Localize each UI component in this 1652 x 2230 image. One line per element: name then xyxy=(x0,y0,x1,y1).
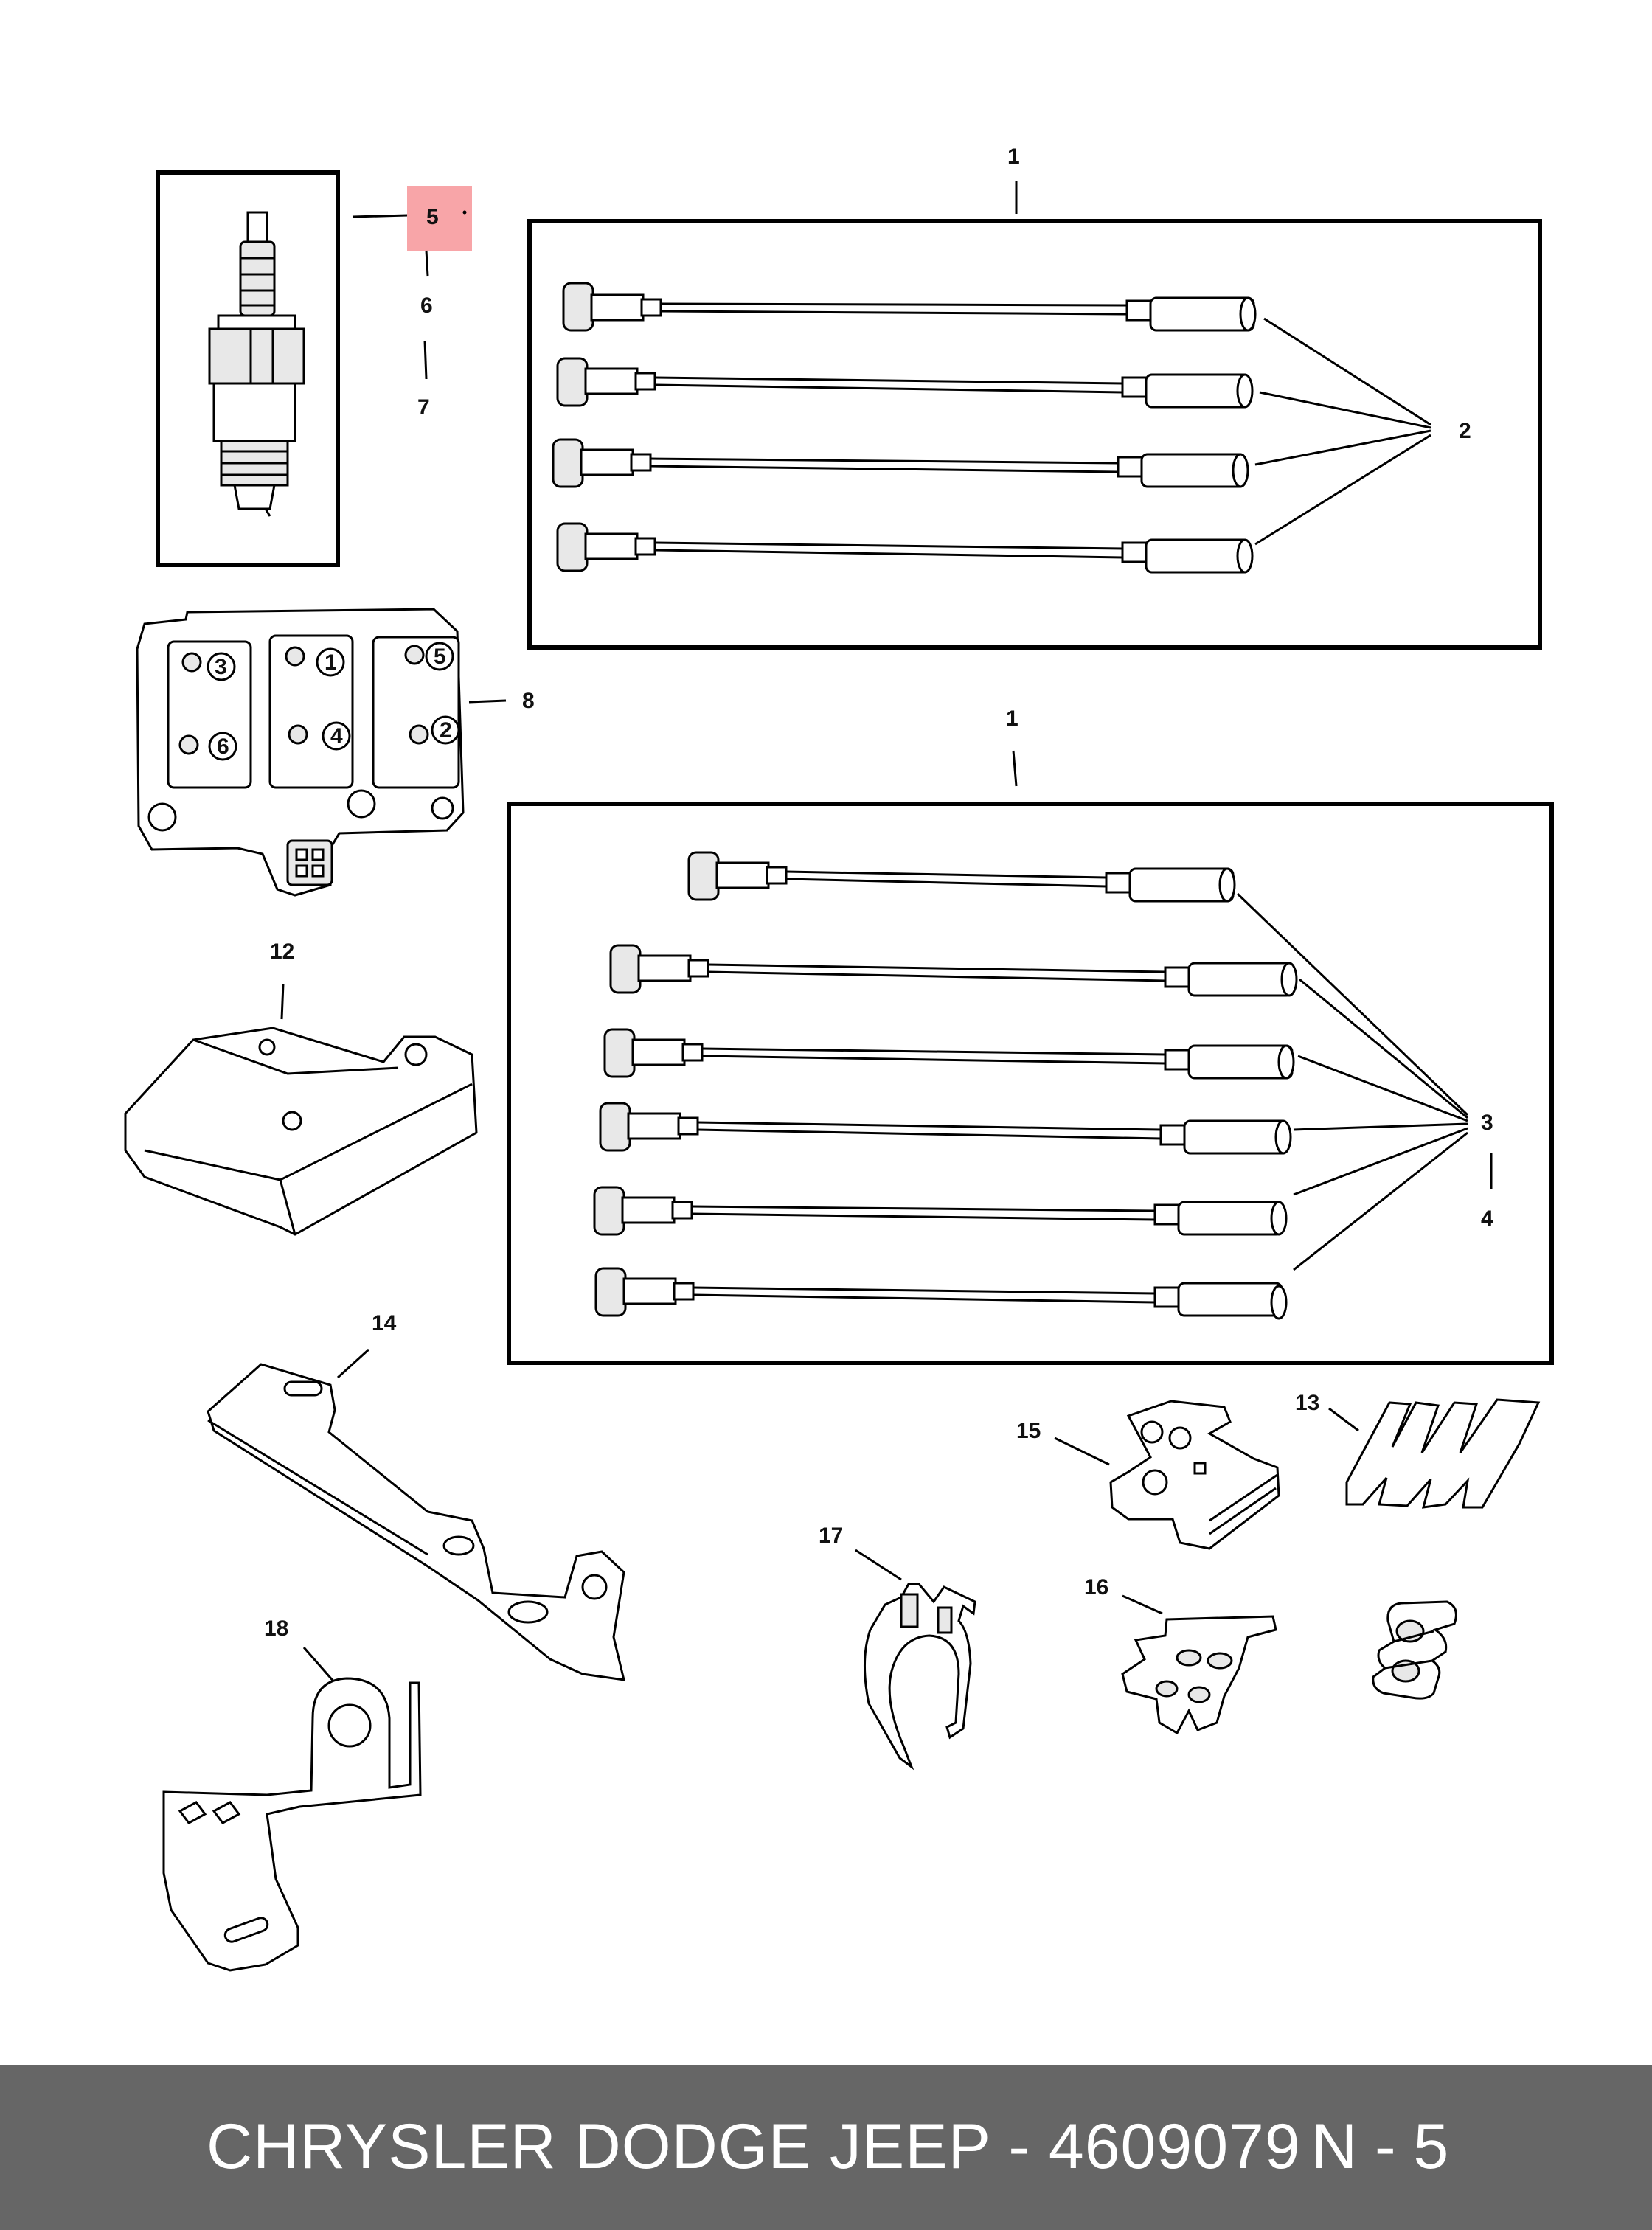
coil-terminal-5: 5 xyxy=(434,645,446,669)
support-bracket-group: 14 xyxy=(206,1311,625,1681)
mount-bracket-group: 18 xyxy=(162,1616,422,1972)
wire-separator-15-icon xyxy=(1109,1400,1280,1550)
wire-set-6-group: 1 xyxy=(507,706,1554,1365)
coil-terminal-4: 4 xyxy=(330,724,343,748)
callout-18: 18 xyxy=(264,1616,288,1641)
wire-set-4-group: 1 xyxy=(527,145,1542,650)
callout-1-bottom: 1 xyxy=(1006,706,1018,731)
footer-title: CHRYSLER DODGE JEEP - 4609079 xyxy=(206,2111,1301,2182)
callout-3: 3 xyxy=(1481,1111,1493,1135)
wire-clip-group xyxy=(1372,1600,1457,1700)
callout-14: 14 xyxy=(372,1311,397,1335)
ignition-wire xyxy=(687,851,1236,903)
wire-holder-17-icon xyxy=(863,1583,976,1771)
callout-2: 2 xyxy=(1459,419,1471,443)
wire-separator-13-icon xyxy=(1345,1398,1541,1509)
footer-bar: CHRYSLER DODGE JEEP - 4609079 N - 5 xyxy=(0,2065,1652,2230)
parts-diagram: 5 6 7 1 xyxy=(124,145,1554,1972)
spark-plug-group xyxy=(156,170,340,567)
wire-separator-13-group: 13 xyxy=(1295,1391,1541,1509)
ignition-wire xyxy=(556,522,1254,574)
callout-4: 4 xyxy=(1481,1206,1493,1231)
ignition-wire xyxy=(593,1186,1288,1236)
spark-plug-icon xyxy=(208,211,305,517)
support-bracket-icon xyxy=(206,1363,625,1681)
wire-clip-icon xyxy=(1372,1600,1457,1700)
wire-separator-15-group: 15 xyxy=(1016,1400,1280,1550)
coil-bracket-icon xyxy=(124,1027,478,1236)
spark-plug-frame xyxy=(156,170,340,567)
callout-12: 12 xyxy=(270,939,294,964)
callout-7: 7 xyxy=(417,395,430,420)
callout-8: 8 xyxy=(522,689,535,713)
wire-set-4-frame xyxy=(527,219,1542,650)
footer-page-ref: N - 5 xyxy=(1311,2111,1449,2182)
ignition-coil-group: 3 1 5 6 4 2 8 xyxy=(136,608,535,897)
callout-17: 17 xyxy=(819,1524,843,1548)
mount-bracket-icon xyxy=(162,1677,422,1972)
callout-5-group: 5 6 7 xyxy=(352,186,472,420)
callout-6: 6 xyxy=(420,293,433,318)
coil-terminal-6: 6 xyxy=(217,734,229,759)
callout-16: 16 xyxy=(1084,1575,1108,1599)
callout-13: 13 xyxy=(1295,1391,1319,1415)
callout-15: 15 xyxy=(1016,1419,1041,1443)
ignition-wire xyxy=(603,1028,1295,1080)
callout-5: 5 xyxy=(426,205,439,229)
ignition-wire xyxy=(562,282,1257,332)
highlight-box xyxy=(407,186,472,251)
ignition-wire xyxy=(552,438,1249,488)
coil-terminal-3: 3 xyxy=(215,655,227,679)
wire-separator-16-icon xyxy=(1121,1615,1277,1735)
coil-bracket-group: 12 xyxy=(124,939,478,1236)
wire-set-6-frame xyxy=(507,802,1554,1365)
coil-terminal-1: 1 xyxy=(324,650,337,675)
wire-holder-17-group: 17 xyxy=(819,1524,976,1771)
ignition-wire xyxy=(599,1102,1292,1155)
ignition-wire xyxy=(609,944,1298,997)
ignition-wire xyxy=(556,357,1254,409)
ignition-wire xyxy=(594,1267,1288,1320)
coil-terminal-2: 2 xyxy=(440,718,452,743)
callout-1-top: 1 xyxy=(1007,145,1020,169)
wire-separator-16-group: 16 xyxy=(1084,1575,1277,1735)
